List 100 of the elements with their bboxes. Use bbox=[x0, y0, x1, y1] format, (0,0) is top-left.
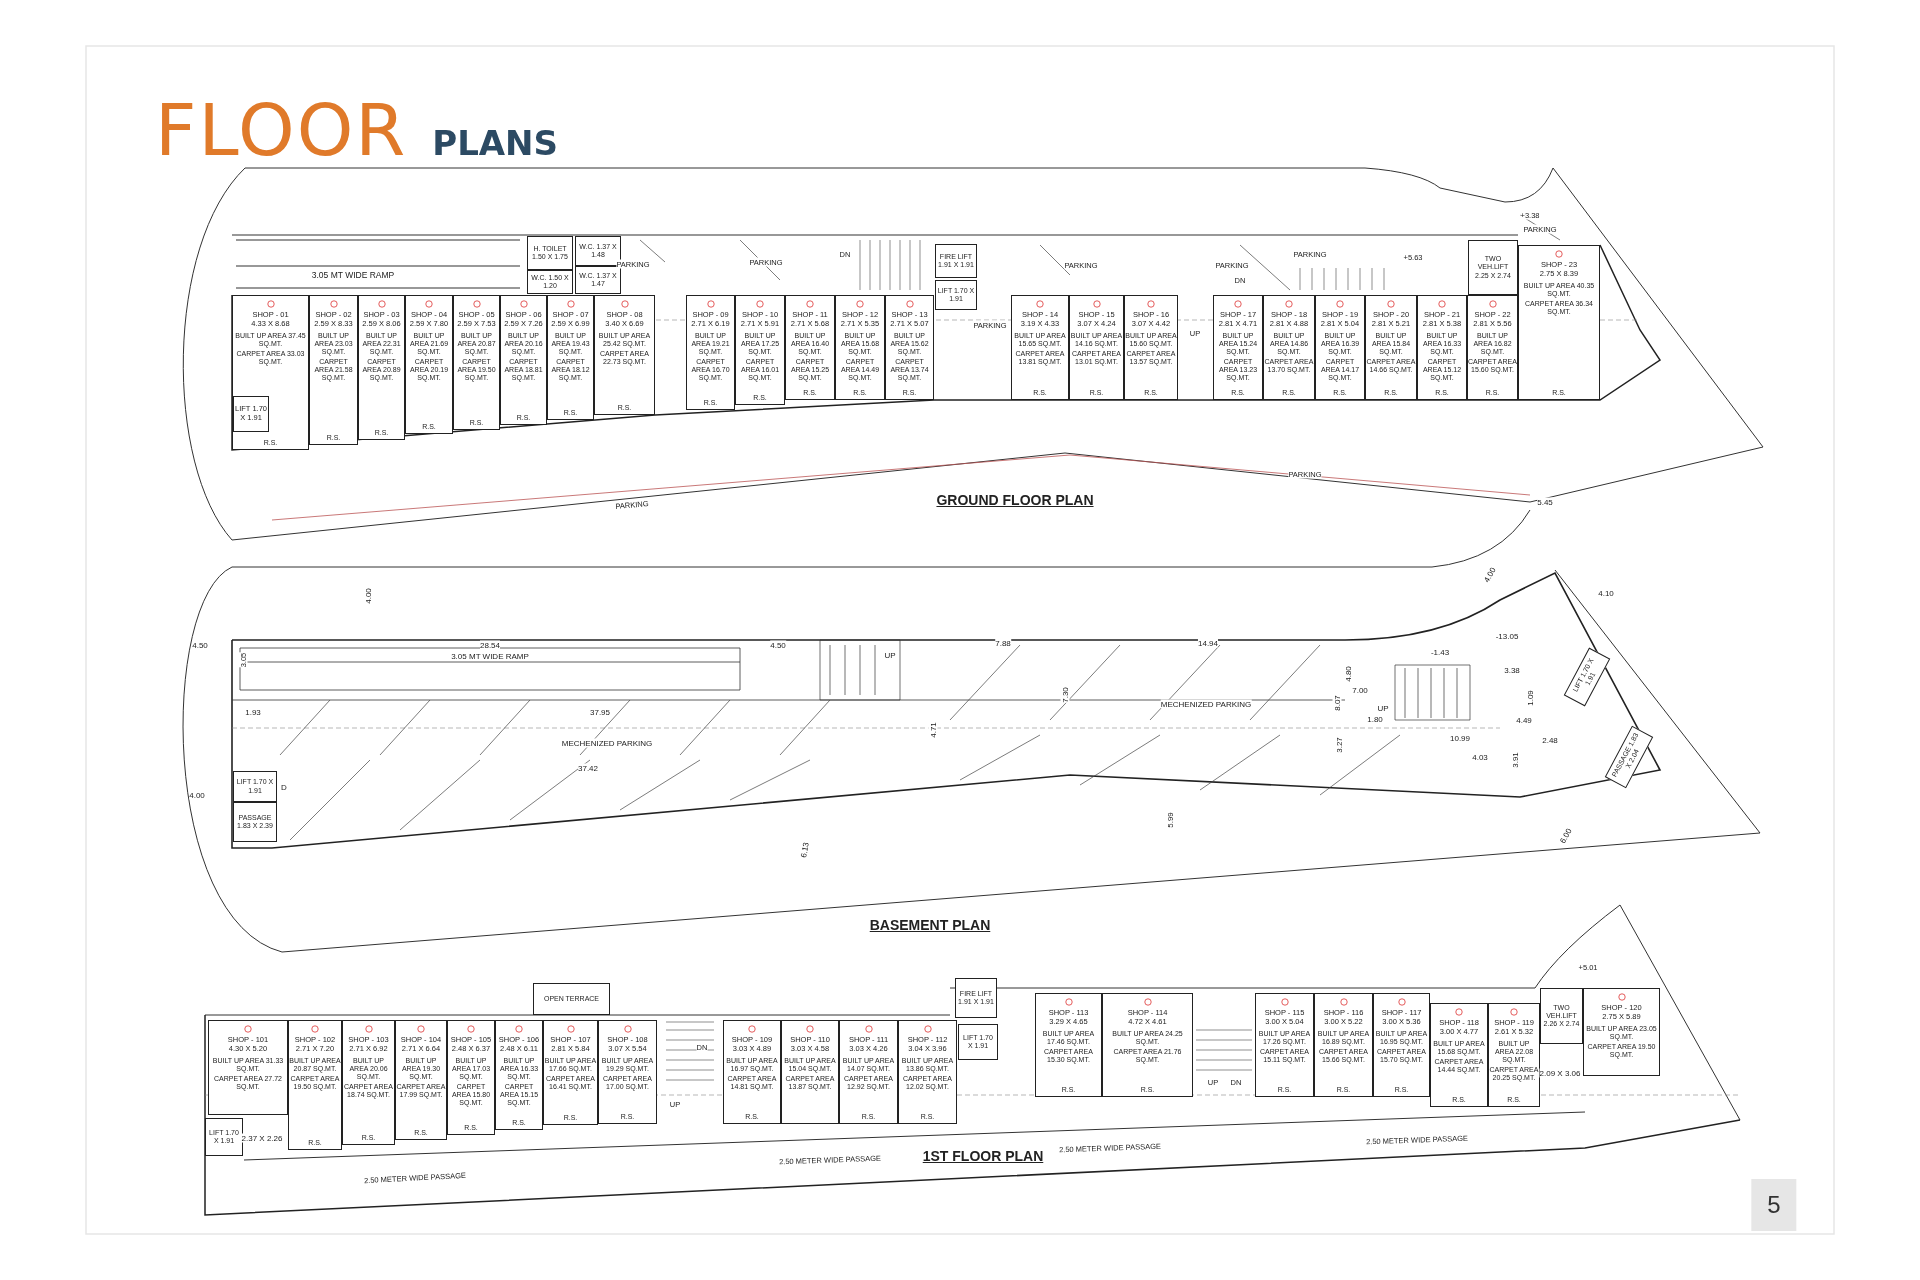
shop-unit bbox=[1373, 993, 1430, 1097]
shop-unit bbox=[208, 1020, 288, 1115]
dimension-text: 4.49 bbox=[1516, 715, 1532, 725]
room-box bbox=[955, 978, 997, 1018]
room-box bbox=[935, 244, 977, 278]
shop-unit bbox=[447, 1020, 495, 1135]
dimension-text: 3.27 bbox=[1334, 737, 1344, 753]
shop-unit bbox=[1583, 988, 1660, 1076]
dimension-text: 4.80 bbox=[1343, 666, 1353, 682]
room-box bbox=[233, 802, 277, 842]
room-box bbox=[575, 266, 621, 294]
dimension-text: 3.38 bbox=[1504, 665, 1520, 675]
shop-unit bbox=[358, 295, 405, 440]
room-box bbox=[935, 280, 977, 310]
shop-unit bbox=[309, 295, 358, 445]
shop-unit bbox=[1124, 295, 1178, 400]
dimension-text: 10.99 bbox=[1450, 733, 1470, 743]
room-box bbox=[233, 396, 269, 432]
dimension-text: 4.00 bbox=[189, 790, 205, 800]
area-label: D bbox=[281, 782, 287, 792]
shop-unit bbox=[1314, 993, 1373, 1097]
dimension-text: 4.03 bbox=[1472, 752, 1488, 762]
area-label: 3.05 MT WIDE RAMP bbox=[451, 651, 529, 661]
shop-unit bbox=[1069, 295, 1124, 400]
shop-unit bbox=[547, 295, 594, 420]
room-box bbox=[205, 1118, 243, 1156]
dimension-text: 5.45 bbox=[1537, 497, 1553, 507]
dimension-text: 1.80 bbox=[1367, 714, 1383, 724]
shop-unit bbox=[500, 295, 547, 425]
dimension-text: 7.88 bbox=[995, 638, 1011, 648]
dimension-text: 2.09 X 3.06 bbox=[1539, 1068, 1581, 1078]
dimension-text: 5.99 bbox=[1165, 812, 1175, 828]
shop-unit bbox=[288, 1020, 342, 1150]
room-box bbox=[233, 771, 277, 802]
plan-heading: BASEMENT PLAN bbox=[869, 917, 991, 933]
area-label: UP bbox=[1377, 703, 1389, 713]
shop-unit bbox=[1488, 1003, 1540, 1107]
dimension-text: 4.50 bbox=[770, 640, 786, 650]
shop-unit bbox=[1102, 993, 1193, 1097]
room-box bbox=[533, 983, 610, 1015]
dimension-text: -13.05 bbox=[1495, 631, 1519, 641]
dimension-text: 2.37 X 2.26 bbox=[241, 1133, 283, 1143]
shop-unit bbox=[405, 295, 453, 434]
shop-unit bbox=[723, 1020, 781, 1124]
dimension-text: 3.91 bbox=[1510, 752, 1520, 768]
page-title: FLOOR PLANS bbox=[155, 88, 559, 172]
dimension-text: 37.95 bbox=[590, 707, 610, 717]
shop-unit bbox=[1213, 295, 1263, 400]
page-number: 5 bbox=[1751, 1179, 1797, 1231]
shop-unit bbox=[543, 1020, 598, 1125]
plan-heading: 1ST FLOOR PLAN bbox=[922, 1148, 1044, 1164]
dimension-text: 7.30 bbox=[1060, 687, 1070, 703]
shop-unit bbox=[785, 295, 835, 400]
shop-unit bbox=[342, 1020, 395, 1145]
shop-unit bbox=[735, 295, 785, 405]
room-box bbox=[527, 236, 573, 270]
shop-unit bbox=[898, 1020, 957, 1124]
room-box bbox=[958, 1024, 998, 1060]
room-box bbox=[1540, 988, 1583, 1044]
shop-unit bbox=[686, 295, 735, 410]
dimension-text: 14.94 bbox=[1198, 638, 1218, 648]
shop-unit bbox=[1417, 295, 1467, 400]
shop-unit bbox=[1011, 295, 1069, 400]
dimension-text: 6.13 bbox=[799, 841, 811, 859]
shop-unit bbox=[232, 295, 309, 450]
shop-unit bbox=[395, 1020, 447, 1140]
shop-unit bbox=[835, 295, 885, 400]
shop-unit bbox=[594, 295, 655, 415]
shop-unit bbox=[1035, 993, 1102, 1097]
shop-unit bbox=[1467, 295, 1518, 400]
shop-unit bbox=[1430, 1003, 1488, 1107]
area-label: UP bbox=[884, 650, 896, 660]
shop-unit bbox=[598, 1020, 657, 1124]
dimension-text: 4.10 bbox=[1598, 588, 1614, 598]
shop-unit bbox=[1315, 295, 1365, 400]
room-box bbox=[1468, 240, 1518, 295]
dimension-text: 7.00 bbox=[1352, 685, 1368, 695]
dimension-text: 4.50 bbox=[192, 640, 208, 650]
dimension-text: 1.09 bbox=[1525, 690, 1535, 706]
dimension-text: 28.54 bbox=[480, 640, 500, 650]
dimension-text: 4.71 bbox=[928, 722, 938, 738]
dimension-text: 37.42 bbox=[578, 763, 598, 773]
shop-unit bbox=[1365, 295, 1417, 400]
area-label: MECHENIZED PARKING bbox=[561, 738, 653, 748]
shop-unit bbox=[495, 1020, 543, 1130]
dimension-text: 1.93 bbox=[245, 707, 261, 717]
shop-unit bbox=[453, 295, 500, 430]
plan-heading: GROUND FLOOR PLAN bbox=[936, 492, 1094, 508]
dimension-text: 4.00 bbox=[363, 588, 373, 604]
shop-unit bbox=[781, 1020, 839, 1124]
shop-unit bbox=[839, 1020, 898, 1124]
dimension-text: 2.48 bbox=[1542, 735, 1558, 745]
dimension-text: -1.43 bbox=[1430, 647, 1450, 657]
shop-unit bbox=[1263, 295, 1315, 400]
shop-unit bbox=[1518, 245, 1600, 400]
dimension-text: 8.07 bbox=[1332, 695, 1342, 711]
shop-unit bbox=[1255, 993, 1314, 1097]
shop-unit bbox=[885, 295, 934, 400]
area-label: 3.05 MT WIDE RAMP bbox=[311, 270, 395, 280]
area-label: MECHENIZED PARKING bbox=[1160, 699, 1252, 709]
